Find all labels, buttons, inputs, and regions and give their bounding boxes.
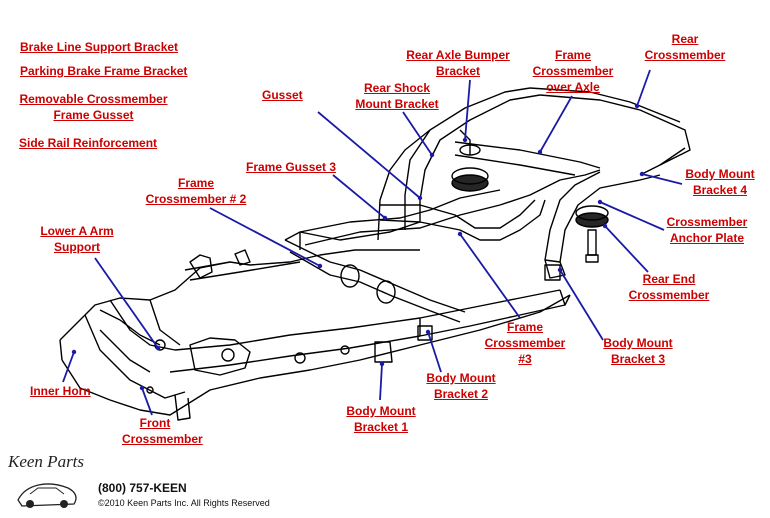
keen-parts-logo-icon — [17, 483, 77, 508]
label-parking-brake-frame-bracket[interactable]: Parking Brake Frame Bracket — [20, 64, 188, 78]
brand-logo-text: Keen Parts — [8, 452, 85, 471]
brand-phone: (800) 757-KEEN — [98, 481, 187, 495]
label-brake-line-support-bracket[interactable]: Brake Line Support Bracket — [20, 40, 179, 54]
label-frame-gusset-3[interactable]: Frame Gusset 3 — [246, 160, 337, 174]
leader-lines — [62, 69, 683, 416]
brand-copyright: ©2010 Keen Parts Inc. All Rights Reserve… — [98, 498, 270, 508]
label-inner-horn[interactable]: Inner Horn — [30, 384, 91, 398]
label-side-rail-reinforcement[interactable]: Side Rail Reinforcement — [19, 136, 158, 150]
brand-block: Keen Parts (800) 757-KEEN ©2010 Keen Par… — [8, 452, 298, 514]
leader-arrowheads — [71, 103, 645, 391]
label-gusset[interactable]: Gusset — [262, 88, 303, 102]
